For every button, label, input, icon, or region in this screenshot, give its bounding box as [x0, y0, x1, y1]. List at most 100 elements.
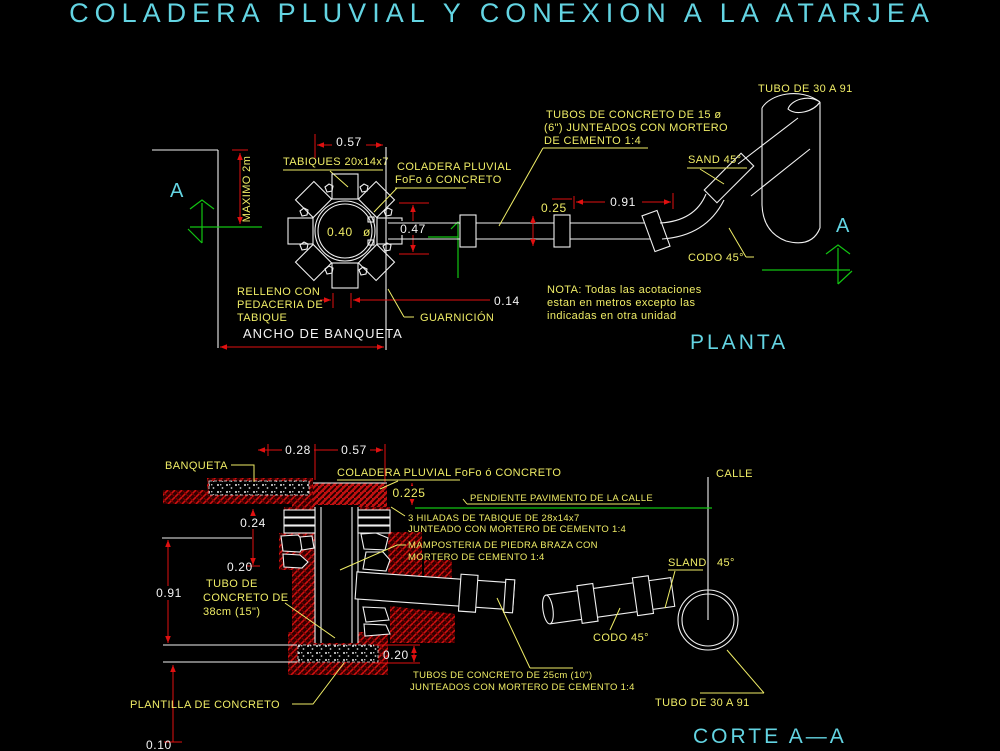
band-joint-45	[703, 152, 755, 204]
note-relleno-1: RELLENO CON	[237, 286, 320, 298]
dim-text-0225: 0.225	[392, 486, 425, 500]
plantilla-base	[297, 644, 379, 663]
label-sand45: SAND 45°	[688, 154, 741, 166]
label-coladera-1: COLADERA PLUVIAL	[397, 161, 512, 173]
label-coladera-section: COLADERA PLUVIAL FoFo ó CONCRETO	[337, 467, 561, 479]
sidewalk-surface	[208, 480, 310, 496]
pendiente-underline	[462, 498, 640, 505]
label-ancho-banqueta: ANCHO DE BANQUETA	[243, 326, 403, 341]
label-tubo38-3: 38cm (15")	[203, 606, 260, 618]
dim-maximo	[232, 149, 248, 224]
label-plantilla: PLANTILLA DE CONCRETO	[130, 699, 280, 711]
pipe-section-run1	[354, 571, 516, 614]
pipe-section-run2	[542, 575, 676, 625]
main-tube-section	[677, 477, 739, 651]
leader-tubo3091	[700, 649, 765, 694]
leader-sland	[664, 569, 703, 609]
dim-text-028: 0.28	[285, 443, 311, 457]
leader-plantilla	[292, 662, 345, 705]
drain-grate	[313, 482, 387, 507]
label-tubo3091-plan: TUBO DE 30 A 91	[758, 83, 853, 95]
note-mamposteria-1: MAMPOSTERIA DE PIEDRA BRAZA CON	[408, 540, 598, 551]
dim-text-010: 0.10	[146, 738, 172, 751]
label-coladera-2: FoFo ó CONCRETO	[395, 174, 502, 186]
note-relleno-2: PEDACERIA DE	[237, 299, 323, 311]
main-tube-plan	[761, 93, 821, 244]
label-guarnicion: GUARNICIÓN	[420, 311, 494, 324]
pipe-plan	[388, 117, 811, 253]
section-cut-arrow-right-icon	[762, 244, 853, 285]
drawing-title: COLADERA PLUVIAL Y CONEXION A LA ATARJEA	[69, 0, 935, 28]
label-codo45-plan: CODO 45°	[688, 252, 744, 264]
label-codo45-section: CODO 45°	[593, 632, 649, 644]
dim-text-057-section: 0.57	[341, 443, 367, 457]
leader-tubo38	[284, 602, 336, 639]
note-general-3: indicadas en otra unidad	[547, 310, 676, 322]
dim-text-014: 0.14	[494, 294, 520, 308]
note-tubos25-1: TUBOS DE CONCRETO DE 25cm (10")	[413, 670, 592, 681]
drain-diameter-value: 0.40	[327, 225, 353, 239]
note-general-2: estan en metros excepto las	[547, 297, 695, 309]
section-cut-arrow-left-icon	[187, 199, 262, 244]
note-tubos25-2: JUNTEADOS CON MORTERO DE CEMENTO 1:4	[410, 682, 635, 693]
leader-mamposteria	[339, 544, 406, 571]
leader-tubos	[498, 147, 648, 227]
dim-014	[320, 293, 490, 308]
note-tubos-1: TUBOS DE CONCRETO DE 15 ø	[546, 109, 721, 121]
plan-view-label: PLANTA	[690, 331, 788, 354]
label-tubo3091-section: TUBO DE 30 A 91	[655, 697, 750, 709]
leader-banqueta	[231, 464, 255, 482]
label-pendiente: PENDIENTE PAVIMENTO DE LA CALLE	[470, 493, 653, 504]
note-hiladas-2: JUNTEADO CON MORTERO DE CEMENTO 1:4	[408, 524, 626, 535]
section-letter-right: A	[836, 215, 850, 237]
label-calle: CALLE	[716, 468, 753, 480]
leader-guarnicion	[387, 288, 414, 318]
section-view-label: CORTE A—A	[693, 725, 847, 748]
note-hiladas-1: 3 HILADAS DE TABIQUE DE 28x14x7	[408, 513, 580, 524]
dim-028-057	[258, 443, 386, 482]
stone-masonry	[280, 532, 391, 637]
dim-047	[397, 202, 430, 255]
section-view: BANQUETA 0.28 0.57 COLADERA PLUVIAL FoFo…	[130, 443, 847, 751]
leader-hiladas	[390, 506, 406, 517]
note-mamposteria-2: MORTERO DE CEMENTO 1:4	[408, 552, 545, 563]
dim-024	[238, 509, 268, 567]
diameter-symbol: ø	[363, 225, 371, 239]
dim-text-024: 0.24	[240, 516, 266, 530]
label-sland-left: SLAND	[668, 557, 707, 569]
dim-020-base	[374, 644, 420, 664]
note-relleno-3: TABIQUE	[237, 312, 287, 324]
drain-plan	[287, 173, 403, 289]
leader-coladera-section	[337, 479, 460, 490]
label-maximo: MAXIMO 2m	[241, 156, 253, 223]
label-sland-right: 45°	[717, 557, 735, 569]
note-tubos-2: (6") JUNTEADOS CON MORTERO	[544, 122, 728, 134]
dim-text-091-section: 0.91	[156, 586, 182, 600]
shaft-walls	[314, 507, 359, 643]
leader-sand45	[687, 167, 747, 185]
dim-text-057-plan: 0.57	[336, 135, 362, 149]
leader-coladera	[373, 187, 466, 213]
leader-codo45-plan	[728, 227, 754, 258]
brick-courses	[283, 509, 391, 534]
plan-view: A A MAXIMO 2m 0.57 TABIQUES 20x14x7	[152, 83, 853, 354]
shaft-interior	[315, 505, 358, 643]
ext-lines-plantilla	[163, 644, 297, 663]
section-letter-left: A	[170, 180, 184, 202]
dim-091-section	[153, 540, 185, 643]
leader-codo45-section	[609, 607, 621, 631]
label-tabiques: TABIQUES 20x14x7	[283, 156, 389, 168]
dim-0225	[390, 483, 428, 505]
dim-010	[164, 665, 182, 743]
wall-lines	[152, 149, 219, 348]
dim-text-047: 0.47	[400, 222, 426, 236]
dim-text-025: 0.25	[541, 201, 567, 215]
dim-text-091-plan: 0.91	[610, 195, 636, 209]
note-general-1: NOTA: Todas las acotaciones	[547, 284, 702, 296]
dim-text-020-wall: 0.20	[227, 560, 253, 574]
label-tubo38-1: TUBO DE	[206, 578, 258, 590]
dim-091-plan	[573, 193, 674, 209]
dim-057-plan	[314, 134, 383, 158]
